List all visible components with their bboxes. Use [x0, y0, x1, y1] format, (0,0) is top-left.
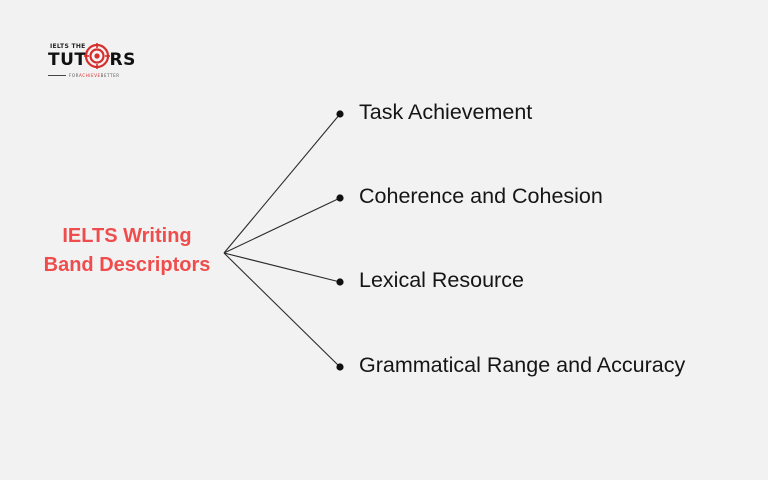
item-coherence-cohesion: Coherence and Cohesion — [359, 184, 603, 208]
tagline-part: BETTER — [100, 73, 120, 78]
bullet-dot-icon — [336, 363, 344, 371]
tagline-part-accent: ACHIEVE — [79, 73, 101, 78]
diagram-title: IELTS Writing Band Descriptors — [24, 222, 230, 280]
logo-wordmark-suffix: RS — [109, 50, 136, 70]
target-icon — [84, 43, 110, 69]
bullet-dot-icon — [336, 278, 344, 286]
item-task-achievement: Task Achievement — [359, 100, 533, 124]
bullet-dot-icon — [336, 110, 344, 118]
connector-line — [223, 113, 341, 254]
logo-wordmark: TUT RS — [48, 50, 136, 70]
tagline-rule — [48, 75, 66, 76]
title-line-1: IELTS Writing — [62, 225, 192, 247]
tagline-part: FOR — [69, 73, 80, 78]
item-lexical-resource: Lexical Resource — [359, 268, 524, 292]
bullet-dot-icon — [336, 194, 344, 202]
connector-line — [223, 197, 341, 254]
logo-wordmark-prefix: TUT — [48, 50, 87, 70]
item-grammatical-range: Grammatical Range and Accuracy — [359, 353, 686, 377]
connector-line — [223, 252, 341, 283]
logo-small-text: IELTS THE — [50, 43, 86, 50]
logo-tagline: FOR ACHIEVE BETTER — [48, 73, 120, 78]
brand-logo: IELTS THE TUT RS FOR ACHIEVE BETTER — [48, 40, 135, 86]
title-line-2: Band Descriptors — [43, 254, 211, 276]
connector-line — [223, 252, 341, 368]
